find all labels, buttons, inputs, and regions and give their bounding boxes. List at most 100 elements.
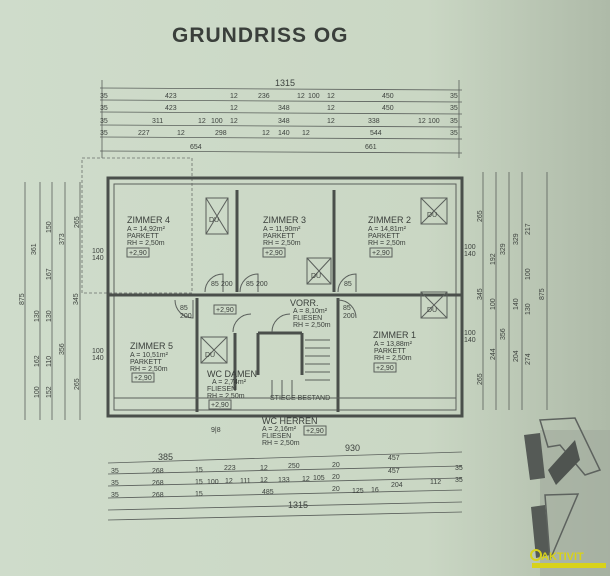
svg-text:265: 265 bbox=[477, 210, 484, 222]
plan-title: GRUNDRISS OG bbox=[172, 24, 349, 47]
svg-text:140: 140 bbox=[464, 337, 476, 344]
svg-text:265: 265 bbox=[74, 378, 81, 390]
svg-text:DU: DU bbox=[205, 352, 215, 359]
svg-text:450: 450 bbox=[382, 105, 394, 112]
svg-text:PARKETT: PARKETT bbox=[130, 359, 162, 366]
svg-text:100: 100 bbox=[92, 348, 104, 355]
svg-text:356: 356 bbox=[500, 328, 507, 340]
svg-text:15: 15 bbox=[195, 479, 203, 486]
svg-text:204: 204 bbox=[513, 350, 520, 362]
svg-text:140: 140 bbox=[92, 355, 104, 362]
svg-text:35: 35 bbox=[455, 477, 463, 484]
svg-text:100: 100 bbox=[490, 298, 497, 310]
svg-text:35: 35 bbox=[100, 130, 108, 137]
svg-text:12: 12 bbox=[260, 477, 268, 484]
svg-text:WC HERREN: WC HERREN bbox=[262, 416, 318, 426]
svg-text:12: 12 bbox=[230, 105, 238, 112]
svg-text:35: 35 bbox=[450, 93, 458, 100]
svg-text:167: 167 bbox=[46, 268, 53, 280]
svg-text:RH = 2,50m: RH = 2,50m bbox=[368, 240, 406, 247]
svg-text:35: 35 bbox=[111, 480, 119, 487]
svg-text:244: 244 bbox=[490, 348, 497, 360]
svg-text:35: 35 bbox=[450, 130, 458, 137]
svg-text:35: 35 bbox=[450, 105, 458, 112]
svg-text:A = 14,92m²: A = 14,92m² bbox=[127, 226, 166, 233]
svg-text:450: 450 bbox=[382, 93, 394, 100]
svg-text:+2,90: +2,90 bbox=[211, 402, 229, 409]
svg-text:385: 385 bbox=[158, 452, 173, 462]
svg-text:35: 35 bbox=[100, 105, 108, 112]
svg-text:85: 85 bbox=[246, 281, 254, 288]
svg-text:12: 12 bbox=[260, 465, 268, 472]
svg-text:100: 100 bbox=[207, 479, 219, 486]
svg-text:356: 356 bbox=[59, 343, 66, 355]
svg-text:1315: 1315 bbox=[288, 500, 308, 510]
svg-text:+2,90: +2,90 bbox=[216, 307, 234, 314]
svg-text:20: 20 bbox=[332, 462, 340, 469]
svg-text:130: 130 bbox=[46, 310, 53, 322]
svg-text:140: 140 bbox=[92, 255, 104, 262]
svg-text:140: 140 bbox=[513, 298, 520, 310]
svg-text:20: 20 bbox=[332, 474, 340, 481]
svg-text:WC DAMEN: WC DAMEN bbox=[207, 369, 257, 379]
svg-text:654: 654 bbox=[190, 144, 202, 151]
svg-text:RH = 2,50m: RH = 2,50m bbox=[262, 440, 300, 447]
svg-text:16: 16 bbox=[371, 487, 379, 494]
svg-text:20: 20 bbox=[332, 486, 340, 493]
svg-text:A = 2,16m²: A = 2,16m² bbox=[262, 426, 297, 433]
svg-text:35: 35 bbox=[455, 465, 463, 472]
svg-text:661: 661 bbox=[365, 144, 377, 151]
svg-text:DU: DU bbox=[427, 212, 437, 219]
svg-text:+2,90: +2,90 bbox=[376, 365, 394, 372]
svg-text:268: 268 bbox=[152, 480, 164, 487]
svg-text:217: 217 bbox=[525, 223, 532, 235]
svg-text:+2,90: +2,90 bbox=[129, 250, 147, 257]
svg-text:35: 35 bbox=[100, 93, 108, 100]
svg-text:12: 12 bbox=[327, 118, 335, 125]
svg-text:223: 223 bbox=[224, 465, 236, 472]
svg-text:298: 298 bbox=[215, 130, 227, 137]
svg-text:A = 13,88m²: A = 13,88m² bbox=[374, 341, 413, 348]
svg-text:+2,90: +2,90 bbox=[265, 250, 283, 257]
svg-text:12: 12 bbox=[327, 105, 335, 112]
svg-text:VORR.: VORR. bbox=[290, 298, 319, 308]
right-dimensions: 265 345 265 192 329 329 217 100 100 140 … bbox=[477, 172, 548, 410]
svg-text:85: 85 bbox=[180, 305, 188, 312]
svg-text:329: 329 bbox=[500, 243, 507, 255]
svg-text:544: 544 bbox=[370, 130, 382, 137]
svg-text:A = 2,74m²: A = 2,74m² bbox=[212, 379, 247, 386]
svg-text:A = 11,90m²: A = 11,90m² bbox=[263, 226, 301, 233]
svg-text:ZIMMER 5: ZIMMER 5 bbox=[130, 341, 173, 351]
svg-text:200: 200 bbox=[256, 281, 268, 288]
svg-text:268: 268 bbox=[152, 468, 164, 475]
svg-text:338: 338 bbox=[368, 118, 380, 125]
building-walls bbox=[106, 176, 464, 418]
svg-text:DU: DU bbox=[311, 273, 321, 280]
svg-text:ZIMMER 2: ZIMMER 2 bbox=[368, 215, 411, 225]
svg-text:12: 12 bbox=[230, 118, 238, 125]
svg-text:100: 100 bbox=[34, 386, 41, 398]
svg-text:12: 12 bbox=[198, 118, 206, 125]
svg-text:423: 423 bbox=[165, 93, 177, 100]
svg-text:RH = 2,50m: RH = 2,50m bbox=[263, 240, 301, 247]
svg-text:A = 14,81m²: A = 14,81m² bbox=[368, 226, 407, 233]
svg-text:250: 250 bbox=[288, 463, 300, 470]
svg-text:35: 35 bbox=[450, 118, 458, 125]
svg-text:FLIESEN: FLIESEN bbox=[293, 315, 322, 322]
svg-text:9|8: 9|8 bbox=[211, 427, 221, 434]
svg-text:152: 152 bbox=[46, 386, 53, 398]
svg-text:274: 274 bbox=[525, 353, 532, 365]
svg-text:345: 345 bbox=[73, 293, 80, 305]
svg-text:DU: DU bbox=[209, 217, 219, 224]
svg-text:140: 140 bbox=[464, 251, 476, 258]
svg-text:348: 348 bbox=[278, 118, 290, 125]
svg-text:100: 100 bbox=[464, 330, 476, 337]
svg-text:RH = 2,50m: RH = 2,50m bbox=[374, 355, 412, 362]
svg-text:12: 12 bbox=[262, 130, 270, 137]
svg-text:RH = 2,50m: RH = 2,50m bbox=[127, 240, 165, 247]
svg-text:311: 311 bbox=[152, 118, 163, 125]
svg-text:200: 200 bbox=[180, 313, 192, 320]
